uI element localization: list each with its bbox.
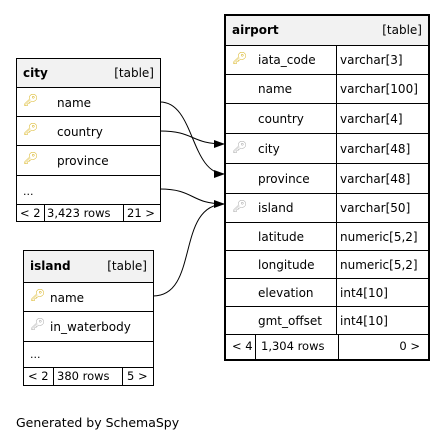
primary-key-icon: 🔑︎ (232, 51, 248, 65)
footer-divider (44, 205, 45, 221)
column-row-name[interactable]: name varchar[100] (226, 74, 428, 103)
column-name: name (57, 96, 92, 110)
column-row-gmt_offset[interactable]: gmt_offset int4[10] (226, 306, 428, 334)
footer-children-count[interactable]: 5 > (127, 369, 148, 383)
column-row-city[interactable]: 🔑︎ city varchar[48] (226, 133, 428, 163)
column-type: numeric[5,2] (340, 258, 418, 272)
ellipsis: ... (23, 185, 34, 198)
more-columns-row: ... (24, 341, 153, 367)
column-row-in_waterbody[interactable]: 🔑︎ in_waterbody (24, 311, 153, 341)
column-name: name (50, 291, 85, 305)
column-name: city (258, 142, 280, 156)
column-type: varchar[48] (340, 172, 411, 186)
table-header: city [table] (17, 59, 160, 87)
footer-divider (53, 368, 54, 385)
column-name: latitude (258, 230, 305, 244)
footer-divider (122, 368, 123, 385)
footer-row-count: 380 rows (57, 369, 110, 383)
footer-row-count: 1,304 rows (261, 339, 325, 353)
foreign-key-icon: 🔑︎ (232, 199, 248, 213)
column-type: numeric[5,2] (340, 230, 418, 244)
column-name: gmt_offset (258, 314, 322, 328)
island-table[interactable]: island [table] 🔑︎ name 🔑︎ in_waterbody .… (23, 250, 154, 386)
footer-divider (338, 335, 339, 359)
column-type: varchar[48] (340, 142, 411, 156)
footer-parents-count[interactable]: < 4 (232, 339, 253, 353)
column-row-country[interactable]: 🔑︎ country (17, 116, 160, 145)
city-table[interactable]: city [table] 🔑︎ name 🔑︎ country 🔑︎ provi… (16, 58, 161, 222)
arrowhead-province (214, 200, 225, 208)
column-name: in_waterbody (50, 320, 131, 334)
footer-divider (255, 335, 256, 359)
table-footer: < 4 1,304 rows 0 > (226, 334, 428, 359)
column-row-name[interactable]: 🔑︎ name (24, 282, 153, 311)
primary-key-icon: 🔑︎ (23, 122, 39, 136)
footer-row-count: 3,423 rows (47, 206, 111, 220)
column-row-island[interactable]: 🔑︎ island varchar[50] (226, 193, 428, 222)
table-header: island [table] (24, 251, 153, 282)
airport-table[interactable]: airport [table] 🔑︎ iata_code varchar[3] … (224, 14, 430, 361)
table-footer: < 2 3,423 rows 21 > (17, 204, 160, 221)
table-tag: [table] (382, 23, 422, 37)
footer-parents-count[interactable]: < 2 (28, 369, 49, 383)
column-name: province (57, 154, 109, 168)
footer-children-count[interactable]: 21 > (127, 206, 155, 220)
table-name: airport (232, 23, 279, 37)
footer-parents-count[interactable]: < 2 (20, 206, 41, 220)
more-columns-row: ... (17, 175, 160, 204)
column-row-elevation[interactable]: elevation int4[10] (226, 278, 428, 306)
ellipsis: ... (30, 348, 41, 361)
generated-by-label: Generated by SchemaSpy (16, 415, 180, 430)
primary-key-icon: 🔑︎ (23, 151, 39, 165)
column-name: name (258, 82, 293, 96)
column-divider (336, 45, 337, 334)
column-row-name[interactable]: 🔑︎ name (17, 87, 160, 116)
column-type: int4[10] (340, 314, 388, 328)
primary-key-icon: 🔑︎ (30, 288, 46, 302)
table-footer: < 2 380 rows 5 > (24, 367, 153, 385)
column-row-country[interactable]: country varchar[4] (226, 103, 428, 133)
column-name: longitude (258, 258, 315, 272)
column-name: island (258, 201, 294, 215)
column-type: varchar[50] (340, 201, 411, 215)
column-type: varchar[4] (340, 112, 403, 126)
table-tag: [table] (114, 66, 154, 80)
arrowhead-city (214, 170, 225, 178)
column-row-iata_code[interactable]: 🔑︎ iata_code varchar[3] (226, 45, 428, 74)
column-row-latitude[interactable]: latitude numeric[5,2] (226, 222, 428, 250)
primary-key-icon: 🔑︎ (23, 93, 39, 107)
table-header: airport [table] (226, 16, 428, 45)
table-name: city (23, 66, 48, 80)
column-type: int4[10] (340, 286, 388, 300)
column-name: country (57, 125, 103, 139)
footer-children-count[interactable]: 0 > (399, 339, 420, 353)
column-row-province[interactable]: province varchar[48] (226, 163, 428, 193)
column-name: province (258, 172, 310, 186)
column-name: elevation (258, 286, 314, 300)
edge-island-name-to-airport-island (152, 203, 226, 297)
arrowhead-country (214, 140, 225, 148)
column-type: varchar[3] (340, 53, 403, 67)
column-name: country (258, 112, 304, 126)
column-name: iata_code (258, 53, 316, 67)
column-type: varchar[100] (340, 82, 418, 96)
table-tag: [table] (107, 259, 147, 273)
table-name: island (30, 259, 71, 273)
foreign-key-icon: 🔑︎ (30, 317, 46, 331)
foreign-key-icon: 🔑︎ (232, 140, 248, 154)
column-row-province[interactable]: 🔑︎ province (17, 145, 160, 175)
column-row-longitude[interactable]: longitude numeric[5,2] (226, 250, 428, 278)
footer-divider (123, 205, 124, 221)
